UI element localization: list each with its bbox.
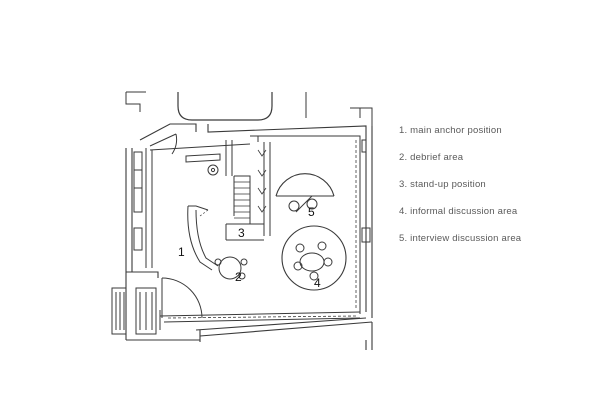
legend-item-informal: 4. informal discussion area (399, 206, 518, 217)
anchor-desk (187, 205, 219, 271)
plant-markers (257, 149, 267, 213)
position-markers: 1 2 3 4 5 (178, 205, 321, 290)
debrief-table (214, 256, 248, 280)
right-wall-fixtures (361, 139, 371, 243)
marker-1: 1 (178, 245, 185, 259)
legend-item-main-anchor: 1. main anchor position (399, 125, 502, 136)
door-top-left (149, 133, 178, 155)
inner-room (145, 135, 361, 330)
entrance-bottom-left (111, 277, 203, 335)
marker-5: 5 (308, 205, 315, 219)
marker-3: 3 (238, 226, 245, 240)
legend: 1. main anchor position 2. debrief area … (399, 124, 521, 259)
legend-item-stand-up: 3. stand-up position (399, 179, 486, 190)
staircase (225, 140, 271, 241)
left-cabinets (133, 151, 143, 251)
interview-table (275, 173, 335, 213)
small-table (185, 153, 221, 176)
legend-item-interview: 5. interview discussion area (399, 233, 522, 244)
marker-2: 2 (235, 270, 242, 284)
top-entrance-structure (125, 91, 373, 126)
legend-item-debrief: 2. debrief area (399, 152, 464, 163)
marker-4: 4 (314, 276, 321, 290)
informal-table (281, 225, 347, 291)
dashed-perimeter (167, 140, 357, 319)
